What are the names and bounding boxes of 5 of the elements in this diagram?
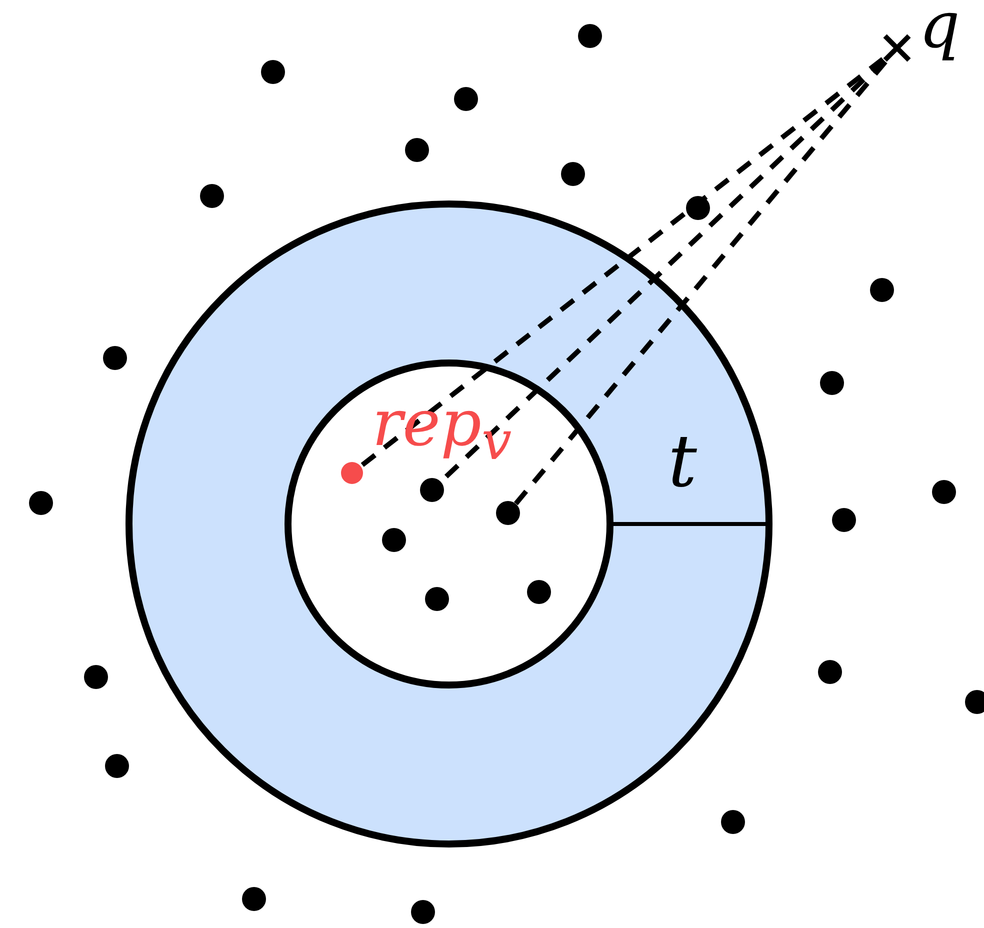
dimension-label: t	[668, 425, 697, 497]
dashed-line	[359, 57, 884, 468]
variable-label: q	[919, 0, 960, 58]
variable-label: rep$_{v}$	[372, 392, 512, 468]
dashed-line	[514, 60, 888, 506]
